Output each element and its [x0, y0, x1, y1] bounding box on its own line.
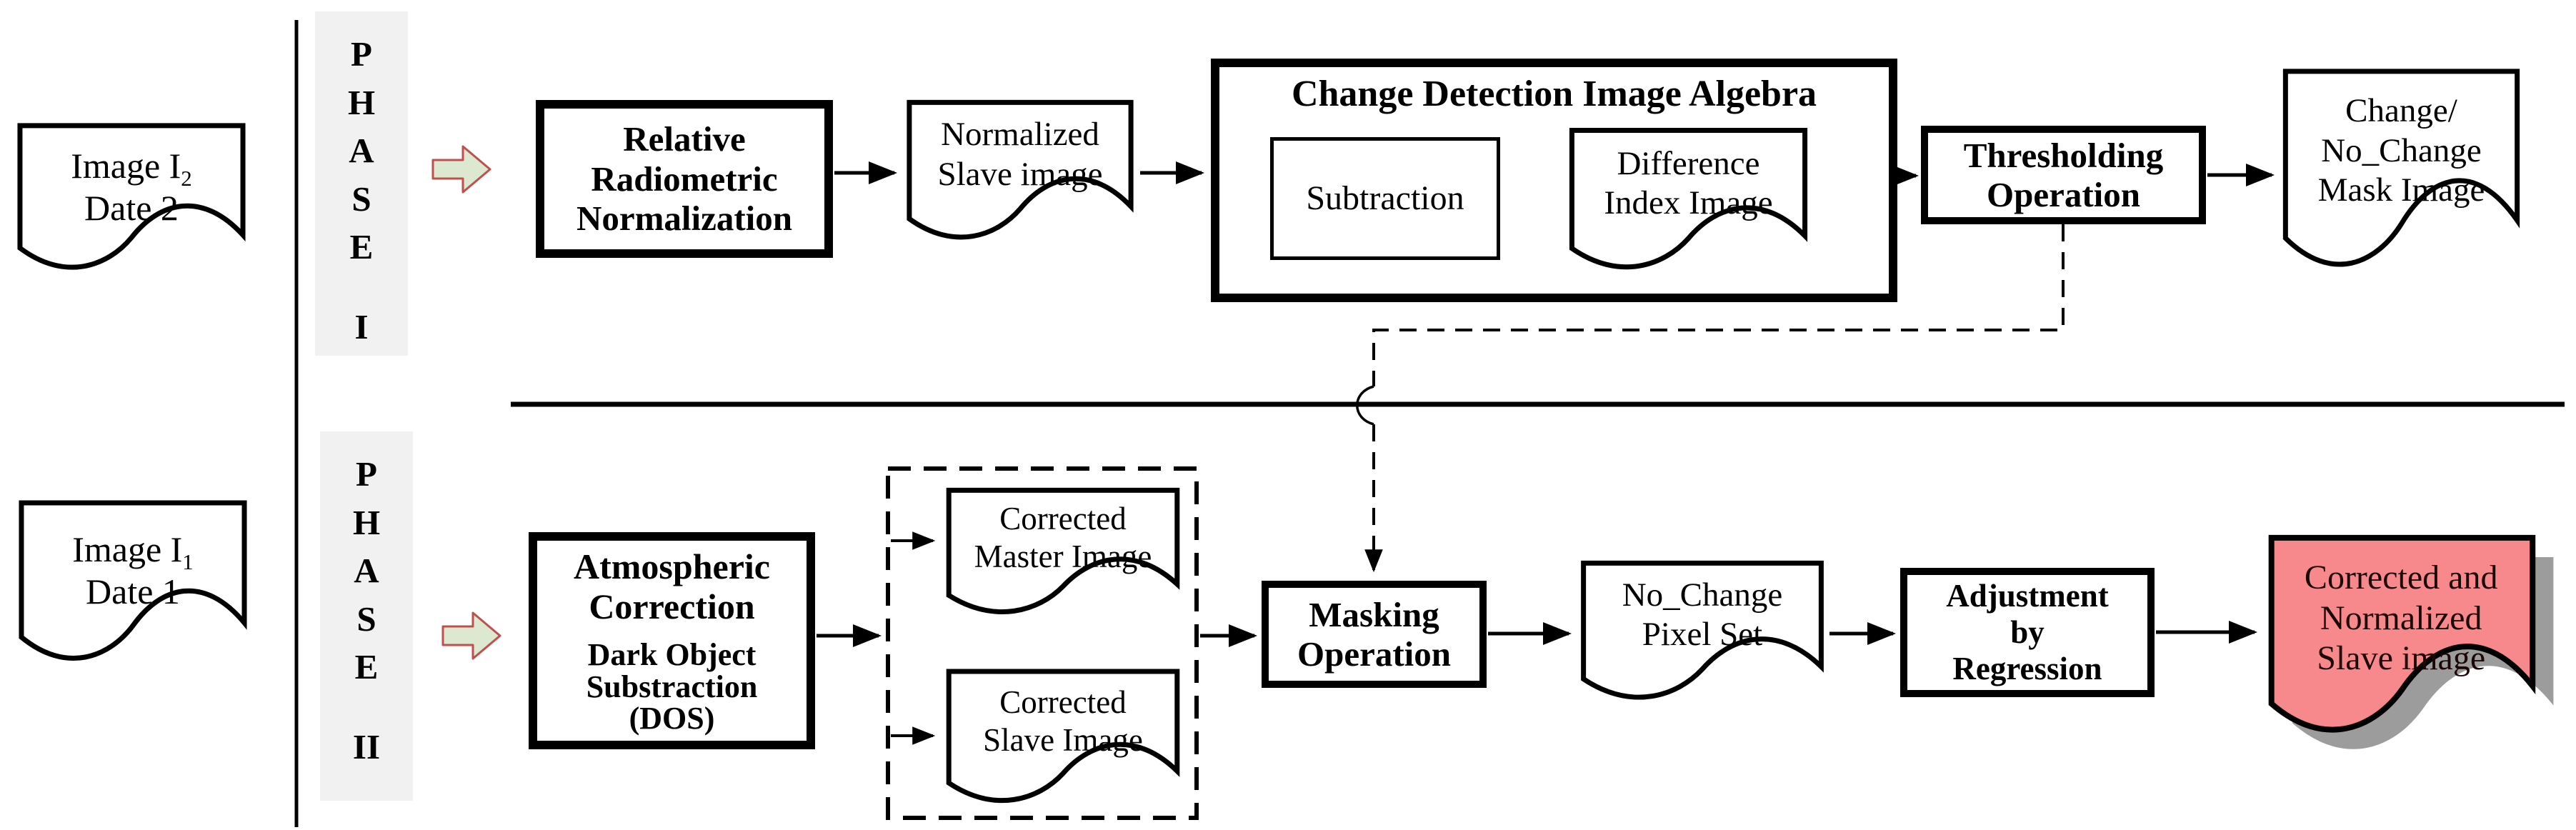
doc-label: Change/ No_Change Mask Image: [2288, 81, 2515, 221]
box-relative-radiometric-normalization: Relative Radiometric Normalization: [536, 100, 833, 258]
phase-letter: H: [352, 502, 381, 542]
doc-label: Image I1 Date 1: [24, 509, 241, 633]
doc-corrected-master-image: Corrected Master Image: [942, 484, 1184, 622]
box-line: Substraction: [586, 669, 758, 704]
doc-label-line: Mask Image: [2317, 171, 2485, 209]
doc-label-line: Normalized: [941, 116, 1099, 154]
doc-label: Difference Index Image: [1574, 132, 1802, 235]
box-subtitle: Dark Object Substraction (DOS): [586, 639, 758, 736]
box-line: Operation: [1297, 634, 1452, 674]
doc-label-line: No_Change: [1622, 576, 1783, 614]
doc-label-line: Corrected and: [2304, 559, 2498, 597]
doc-label-line: Date 1: [86, 571, 180, 611]
box-subtraction: Subtraction: [1270, 137, 1500, 260]
phase-letter: S: [351, 179, 371, 219]
doc-label-line: Corrected: [999, 684, 1127, 721]
doc-difference-index-image: Difference Index Image: [1564, 123, 1812, 279]
doc-image-date1: Image I1 Date 1: [14, 494, 251, 671]
doc-label-line: Slave image: [2317, 639, 2486, 678]
phase-numeral: I: [354, 307, 369, 347]
box-line: (DOS): [629, 701, 715, 736]
box-line: Regression: [1952, 650, 2102, 686]
doc-label-line: Date 2: [84, 188, 179, 229]
box-masking-operation: Masking Operation: [1262, 581, 1487, 688]
box-line: Relative: [623, 119, 746, 159]
doc-image-date2: Image I2 Date 2: [13, 118, 250, 279]
doc-corrected-normalized-slave-image: Corrected and Normalized Slave image: [2263, 527, 2563, 774]
box-line: Thresholding: [1963, 135, 2164, 175]
box-line: Radiometric: [591, 159, 778, 199]
phase-letter: E: [349, 227, 374, 267]
doc-label-line: Difference: [1617, 144, 1760, 182]
doc-label-line: Index Image: [1604, 184, 1773, 222]
phase-letter: A: [354, 551, 379, 591]
phase-2-label: P H A S E II: [320, 431, 413, 801]
doc-change-nochange-mask-image: Change/ No_Change Mask Image: [2278, 61, 2525, 281]
container-corrected-images-group: [886, 466, 1199, 820]
box-thresholding-operation: Thresholding Operation: [1921, 126, 2206, 224]
doc-label-line: Corrected: [999, 500, 1127, 536]
doc-label: Normalized Slave image: [912, 104, 1129, 206]
doc-label: Image I2 Date 2: [22, 131, 240, 244]
phase-letter: A: [349, 131, 374, 171]
box-line: Subtraction: [1306, 179, 1464, 217]
doc-label-line: No_Change: [2321, 131, 2482, 169]
box-line: Normalization: [576, 199, 793, 239]
doc-label: Corrected Slave Image: [952, 673, 1175, 770]
doc-label-line: Image I1: [72, 529, 194, 574]
box-line: Correction: [589, 586, 755, 626]
phase-letter: P: [356, 454, 377, 494]
doc-label: Corrected and Normalized Slave image: [2275, 547, 2527, 691]
box-adjustment-by-regression: Adjustment by Regression: [1900, 568, 2155, 697]
phase-letter: H: [347, 82, 376, 122]
doc-normalized-slave-image: Normalized Slave image: [902, 95, 1138, 249]
phase-letter: E: [354, 647, 379, 687]
doc-label: No_Change Pixel Set: [1586, 565, 1819, 666]
box-line: Adjustment: [1946, 578, 2109, 614]
phase-numeral: II: [352, 727, 381, 767]
doc-label-line: Pixel Set: [1642, 616, 1763, 654]
doc-label-line: Change/: [2345, 92, 2457, 130]
doc-label-line: Image I2: [71, 146, 192, 191]
doc-label-line: Normalized: [2320, 599, 2482, 637]
doc-label-line: Slave image: [937, 155, 1103, 193]
box-line: Masking: [1309, 594, 1439, 634]
box-title: Atmospheric Correction: [574, 546, 770, 626]
box-line: Dark Object: [587, 636, 757, 672]
phase-letter: P: [351, 34, 372, 74]
doc-nochange-pixel-set: No_Change Pixel Set: [1576, 556, 1829, 709]
container-title: Change Detection Image Algebra: [1291, 74, 1817, 114]
doc-label-line: Slave Image: [983, 722, 1143, 759]
doc-label: Corrected Master Image: [952, 492, 1175, 584]
phase1-entry-block-arrow-right-icon: [431, 145, 491, 194]
line-hop-arc: [1356, 385, 1374, 426]
box-line: Operation: [1986, 175, 2141, 214]
dashed-border: [886, 466, 1199, 820]
doc-label-line: Master Image: [974, 538, 1152, 574]
box-line: Atmospheric: [574, 546, 770, 586]
phase-letter: S: [356, 599, 376, 639]
box-line: by: [2010, 614, 2045, 651]
phase-1-label: P H A S E I: [315, 11, 408, 356]
phase2-entry-block-arrow-right-icon: [441, 611, 501, 660]
box-atmospheric-correction: Atmospheric Correction Dark Object Subst…: [529, 532, 815, 749]
doc-corrected-slave-image: Corrected Slave Image: [942, 664, 1184, 811]
